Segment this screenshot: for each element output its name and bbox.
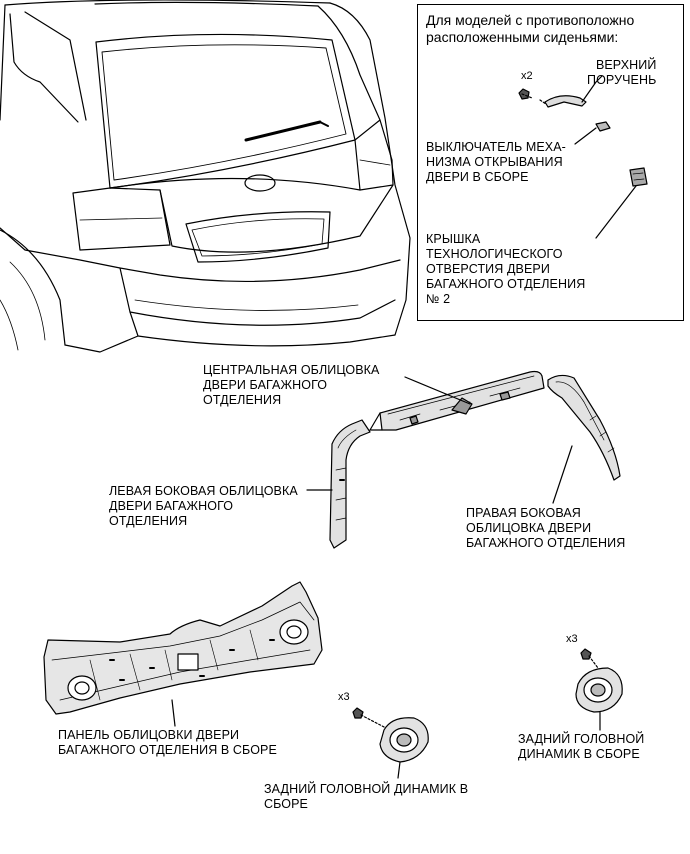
inset-parts [518,75,648,239]
right-side-garnish-label: ПРАВАЯ БОКОВАЯ ОБЛИЦОВКА ДВЕРИ БАГАЖНОГО… [466,506,626,550]
trim-panel-part [43,581,323,727]
speaker-bottom-part [352,707,429,779]
right-side-garnish-part [547,374,621,504]
qty-x3-right: x3 [566,633,578,645]
center-garnish-label: ЦЕНТРАЛЬНАЯ ОБЛИЦОВКА ДВЕРИ БАГАЖНОГО ОТ… [203,363,380,407]
inset-qty-x2: x2 [521,70,533,82]
service-hole-cover-part [595,167,648,239]
center-garnish-part [369,370,545,431]
inset-title: Для моделей с противоположно расположенн… [426,12,635,45]
bolt-icon [518,88,533,100]
left-side-garnish-label: ЛЕВАЯ БОКОВАЯ ОБЛИЦОВКА ДВЕРИ БАГАЖНОГО … [109,484,298,528]
door-switch-label: ВЫКЛЮЧАТЕЛЬ МЕХА- НИЗМА ОТКРЫВАНИЯ ДВЕРИ… [426,140,566,184]
upper-grip-part [539,75,603,108]
speaker-right-label: ЗАДНИЙ ГОЛОВНОЙ ДИНАМИК В СБОРЕ [518,732,645,761]
service-hole-cover-label: КРЫШКА ТЕХНОЛОГИЧЕСКОГО ОТВЕРСТИЯ ДВЕРИ … [426,232,586,306]
speaker-right-part [575,648,623,731]
qty-x3-left: x3 [338,691,350,703]
speaker-bottom-label: ЗАДНИЙ ГОЛОВНОЙ ДИНАМИК В СБОРЕ [264,782,469,811]
upper-grip-label: ВЕРХНИЙ ПОРУЧЕНЬ [587,58,657,87]
vehicle-rear-view [0,0,411,353]
trim-panel-label: ПАНЕЛЬ ОБЛИЦОВКИ ДВЕРИ БАГАЖНОГО ОТДЕЛЕН… [58,728,277,757]
left-side-garnish-part [306,419,371,549]
inset-box [417,4,684,321]
door-switch-part [574,121,611,145]
